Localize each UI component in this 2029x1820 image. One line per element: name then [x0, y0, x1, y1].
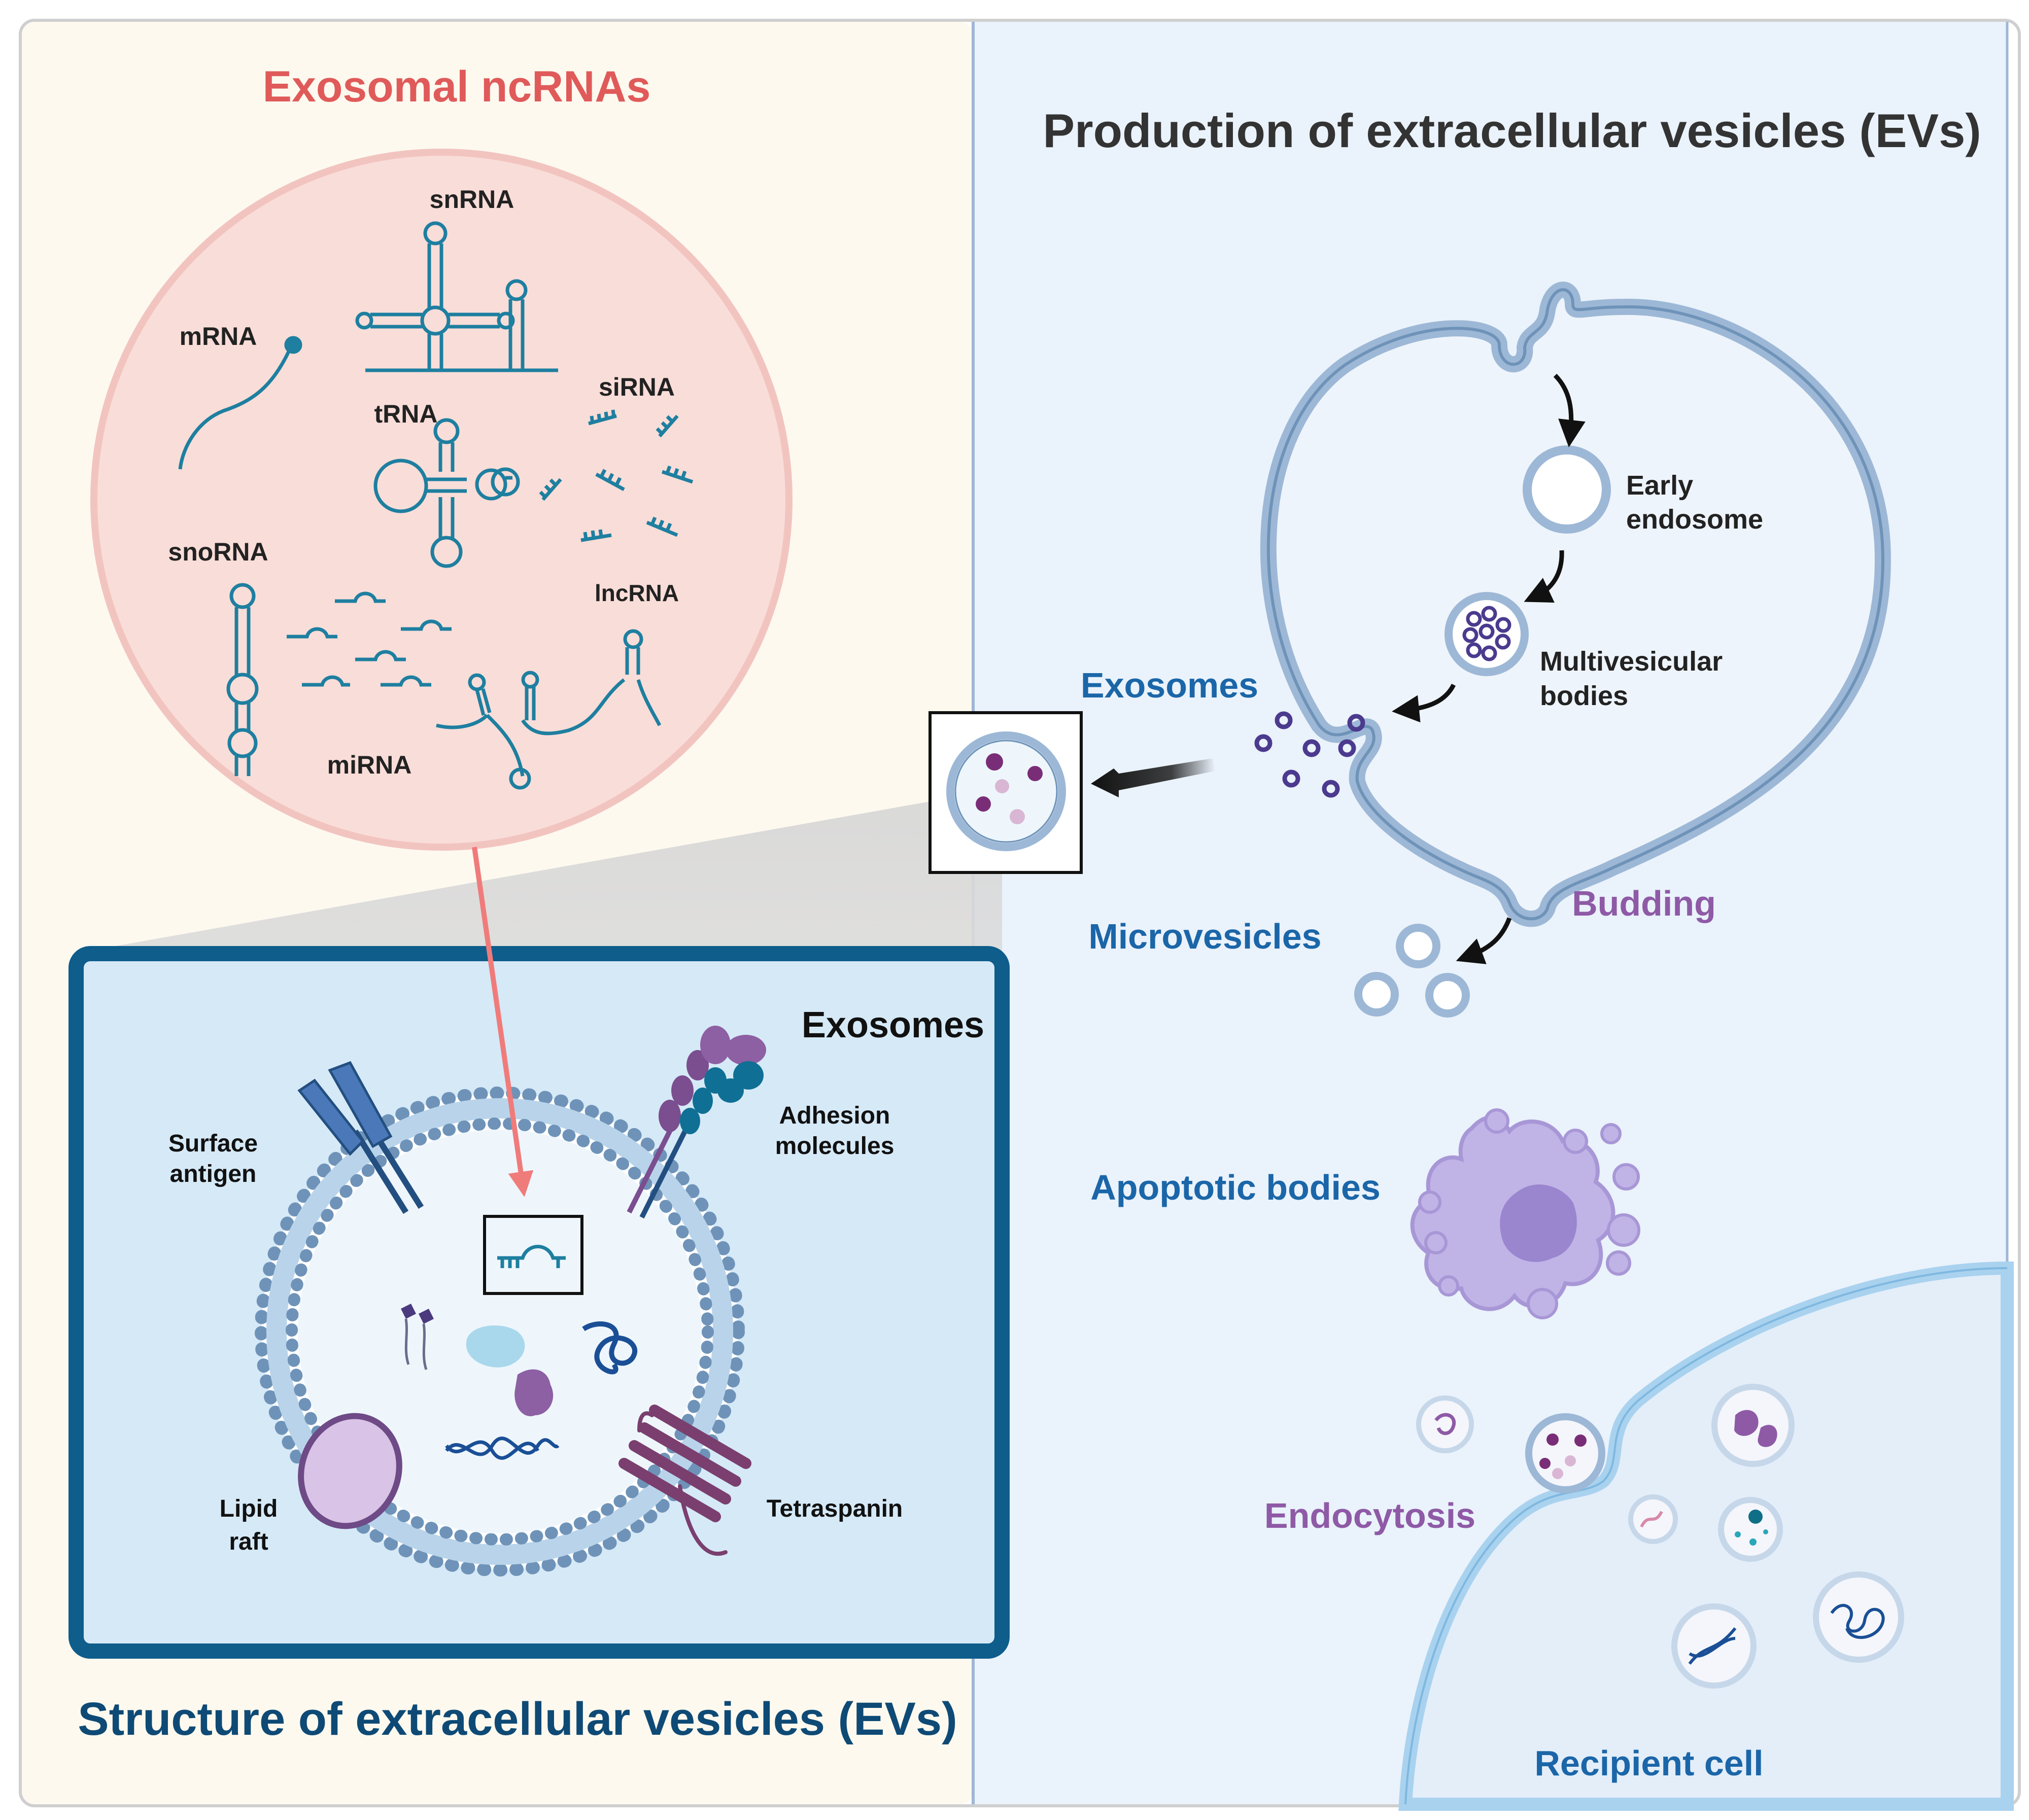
endocytosed-vesicles	[1416, 1384, 1904, 1689]
early-endosome	[1523, 445, 1611, 534]
production-title: Production of extracellular vesicles (EV…	[1043, 104, 1981, 157]
label-lipid-raft-1: Lipid	[220, 1495, 278, 1522]
protein-cargo-icon	[466, 1325, 525, 1368]
arrow-budding	[1456, 917, 1512, 964]
mirna-icons	[287, 591, 452, 687]
vesicle-chromatin	[1813, 1571, 1904, 1663]
label-lncrna: lncRNA	[595, 580, 679, 606]
rna-drawings	[178, 221, 694, 790]
label-sirna: siRNA	[599, 373, 675, 401]
vesicle-protein	[1416, 1395, 1474, 1453]
arrow-to-exosome-release	[1392, 683, 1456, 723]
ncrna-title: Exosomal ncRNAs	[263, 62, 651, 111]
arrow-to-mvb	[1524, 550, 1564, 603]
dna-coil-icon	[582, 1321, 638, 1375]
label-exosomes: Exosomes	[1081, 666, 1258, 705]
surface-antigen-icon	[297, 1061, 424, 1214]
label-snorna: snoRNA	[168, 538, 268, 566]
label-early-endosome-2: endosome	[1626, 504, 1763, 535]
vesicle-exosome-entering	[1525, 1413, 1605, 1493]
multivesicular-body	[1445, 592, 1529, 676]
label-mirna: miRNA	[327, 751, 412, 779]
label-trna: tRNA	[374, 400, 438, 428]
label-adhesion-1: Adhesion	[779, 1102, 890, 1129]
structure-box-title: Exosomes	[802, 1005, 984, 1045]
released-exosomes	[1254, 711, 1365, 798]
apoptotic-body	[1410, 1108, 1640, 1319]
label-mrna: mRNA	[180, 322, 257, 351]
vesicle-cargo-teal	[1718, 1497, 1783, 1562]
producing-cell-outline	[1266, 288, 1884, 921]
recipient-cell-edge	[1404, 1267, 2008, 1805]
lipid-cargo-icon	[401, 1304, 434, 1370]
adhesion-molecule-icon	[627, 1026, 766, 1219]
sirna-icons	[539, 409, 694, 542]
arrow-to-early-endosome	[1553, 373, 1586, 447]
label-snrna: snRNA	[430, 185, 514, 214]
snrna-icon	[355, 221, 558, 372]
label-recipient-cell: Recipient cell	[1534, 1743, 1763, 1783]
protein-complex-icon	[514, 1369, 554, 1416]
lncrna-icon	[436, 629, 662, 790]
microvesicles	[1354, 924, 1470, 1018]
mirna-cargo-icon	[497, 1245, 566, 1268]
structure-title: Structure of extracellular vesicles (EVs…	[78, 1693, 957, 1745]
label-endocytosis: Endocytosis	[1264, 1496, 1475, 1535]
mirna-highlight-box	[483, 1215, 583, 1295]
vesicle-rna	[1628, 1494, 1678, 1544]
label-early-endosome-1: Early	[1626, 470, 1693, 501]
label-adhesion-2: molecules	[775, 1133, 895, 1160]
label-lipid-raft-2: raft	[229, 1528, 268, 1555]
ncrna-to-exosome-arrow	[472, 847, 534, 1197]
dna-helix-icon	[445, 1437, 560, 1460]
tetraspanin-icon	[618, 1405, 751, 1556]
label-surface-antigen-1: Surface	[168, 1130, 258, 1157]
pathway-arrows	[1392, 373, 1586, 964]
label-apoptotic-bodies: Apoptotic bodies	[1090, 1168, 1381, 1207]
vesicle-dna	[1671, 1603, 1757, 1689]
exosome-zoom-icon	[946, 731, 1066, 851]
label-budding: Budding	[1572, 884, 1716, 923]
label-mvb-1: Multivesicular	[1540, 646, 1723, 677]
label-surface-antigen-2: antigen	[170, 1161, 257, 1187]
lipid-raft-icon	[298, 1413, 402, 1529]
snorna-icon	[226, 583, 259, 776]
vesicle-protein-complex	[1711, 1384, 1795, 1467]
mrna-icon	[178, 336, 302, 470]
label-tetraspanin: Tetraspanin	[767, 1495, 903, 1522]
label-mvb-2: bodies	[1540, 681, 1628, 711]
label-microvesicles: Microvesicles	[1088, 917, 1321, 956]
exosome-cargo	[401, 1215, 638, 1460]
exosome-zoom-arrow	[1091, 758, 1215, 797]
trna-icon	[373, 418, 520, 568]
